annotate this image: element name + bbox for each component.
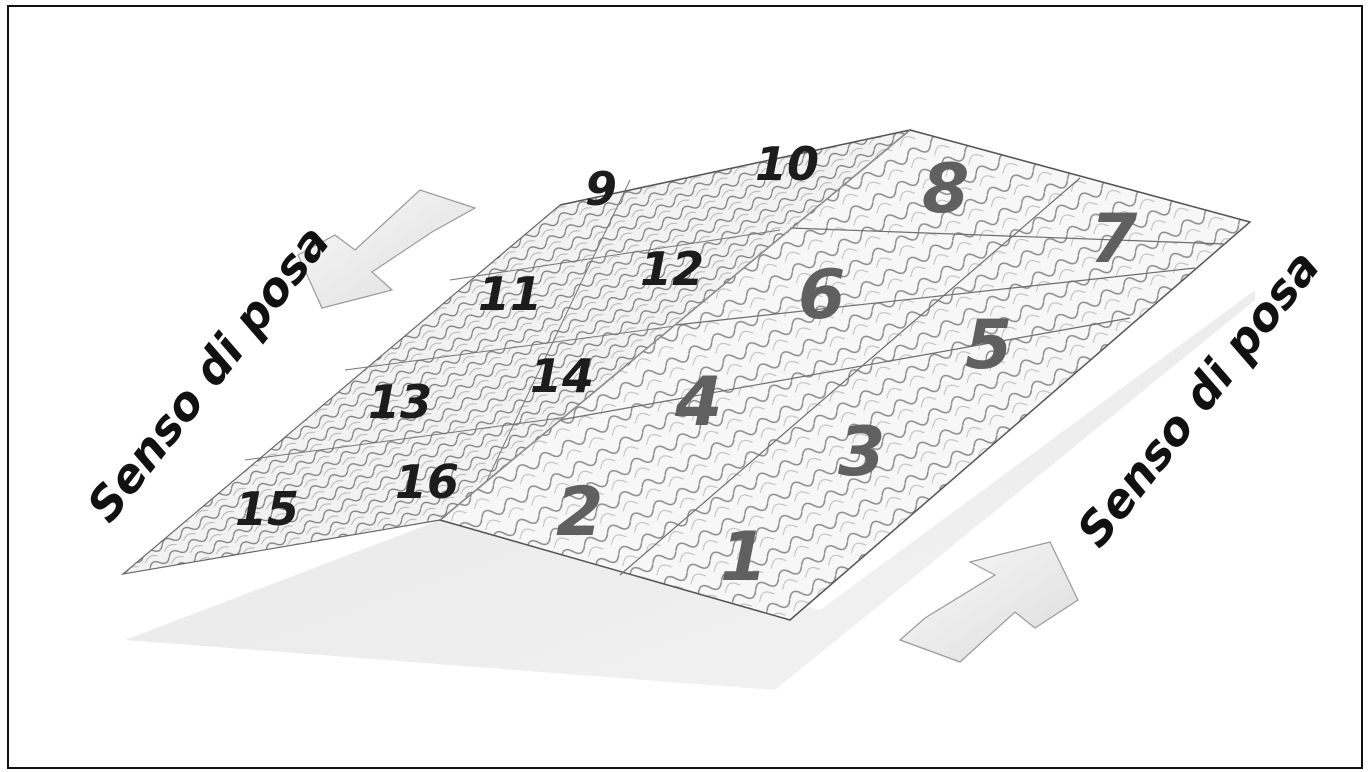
sheet-number-7: 7 — [1090, 200, 1138, 279]
roof-shadow — [125, 290, 1255, 690]
right-arrow-icon — [898, 541, 1079, 663]
sheet-number-14: 14 — [530, 349, 594, 403]
sheet-number-5: 5 — [965, 306, 1012, 385]
sheet-number-12: 12 — [640, 242, 704, 296]
sheet-number-8: 8 — [922, 150, 969, 229]
sheet-number-2: 2 — [556, 473, 603, 552]
sheet-number-6: 6 — [798, 256, 845, 335]
sheet-number-4: 4 — [674, 363, 722, 442]
back-slope-seams — [244, 179, 781, 496]
sheet-number-11: 11 — [478, 267, 542, 321]
sheet-number-15: 15 — [235, 482, 299, 536]
ridge-line — [559, 129, 911, 206]
sheet-number-13: 13 — [368, 375, 432, 429]
sheet-number-16: 16 — [395, 455, 459, 509]
sheet-number-9: 9 — [585, 162, 617, 216]
sheet-number-1: 1 — [720, 518, 767, 597]
slope-edge — [439, 129, 911, 521]
left-arrow-icon — [297, 189, 477, 309]
sheet-number-10: 10 — [755, 137, 819, 191]
front-slope-seams — [559, 177, 1226, 576]
sheet-number-3: 3 — [838, 413, 885, 492]
